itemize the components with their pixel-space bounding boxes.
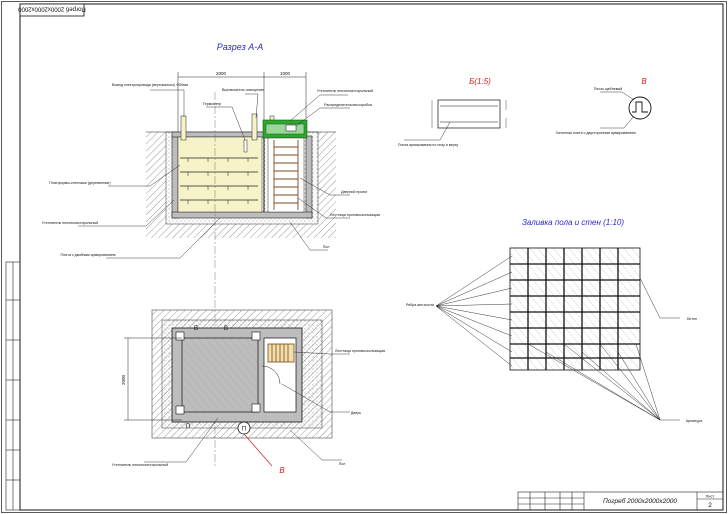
plan-label-ladder: Лестница противоскользящая <box>335 349 385 353</box>
plan-corner-bl <box>175 405 185 415</box>
plan-marker-bottom-left: П <box>186 424 190 430</box>
plan-label-insulation: Утеплитель пенополистирольный <box>112 463 168 467</box>
plan-door-swing <box>261 365 281 385</box>
detail-v-label-top: Песок щебневый <box>594 87 622 91</box>
floor-walls-concrete-leader <box>639 277 680 319</box>
detail-b-label: Плита армирования по низу и верху <box>398 143 459 147</box>
floor-walls-rebar-leaders <box>527 343 680 421</box>
section-aa-dim-right: 1000 <box>280 71 291 76</box>
section-aa-ground <box>146 131 336 238</box>
sheet-inner-frame <box>19 3 724 511</box>
plan-leaders <box>144 351 350 463</box>
label-insulation-top: Утеплитель пенополистирольный <box>317 89 373 93</box>
plan-corner-br <box>251 403 261 413</box>
label-ladder: Лестница противоскользящая <box>330 213 380 217</box>
label-shelves: Платформы-стеллажи (деревянные) <box>49 181 110 185</box>
plan-label-door: Дверь <box>351 411 361 415</box>
label-vent: Вывод электропровода (вертикально) Ф50мм <box>112 83 188 87</box>
plan-dimensions <box>124 337 182 421</box>
detail-v-circle <box>628 96 652 120</box>
section-aa-ladder <box>273 140 299 210</box>
title-block-name: Погреб 2000х2000х2000 <box>603 497 677 505</box>
label-switch: Выключатель освещения <box>222 88 264 92</box>
title-block <box>517 491 724 511</box>
floor-walls-label-concrete: Бетон <box>687 317 697 321</box>
section-aa-floor-slab <box>171 211 313 219</box>
label-door: Дверной проем <box>341 190 367 194</box>
stamp-text: Погреб 2000х2000х2000 <box>18 6 86 12</box>
detail-v-title: В <box>641 77 647 86</box>
detail-v-rebar-icon <box>632 101 648 113</box>
label-insulation-left: Утеплитель пенополистирольный <box>42 221 98 225</box>
floor-walls-slab <box>509 247 641 371</box>
section-aa-dim-left: 2000 <box>216 71 227 76</box>
section-aa-title: Разрез А-А <box>217 42 264 52</box>
detail-v-label-bottom: Бетонная плита с двусторонним армировани… <box>556 131 636 135</box>
plan-ladder <box>267 343 295 363</box>
junction-box-icon <box>285 124 297 132</box>
section-aa-storage <box>177 136 263 213</box>
plan-corner-tl <box>175 331 185 341</box>
section-aa-dimensions <box>177 72 307 136</box>
detail-b-slab <box>437 99 501 129</box>
label-thermometer: Термометр <box>203 102 221 106</box>
section-aa-leaders <box>78 89 350 259</box>
binding-strip <box>5 261 21 511</box>
plan-callout-leader <box>243 433 273 467</box>
section-aa-shelf-brackets <box>187 158 249 204</box>
plan-dim-side: 2000 <box>121 374 126 385</box>
detail-b-leader <box>404 121 451 141</box>
stamp-box <box>19 3 85 17</box>
detail-b-title: Б(1:5) <box>469 77 491 86</box>
label-floor: Пол <box>323 245 330 249</box>
plan-interior <box>181 337 259 413</box>
detail-v-leaders <box>600 91 635 129</box>
label-junction-box: Распределительная коробка <box>324 103 372 107</box>
plan-marker-top-right: В <box>224 326 228 332</box>
plan-callout-letter: П <box>242 427 246 433</box>
label-slab: Плита с двойным армированием <box>61 253 116 257</box>
detail-b-dims <box>431 100 507 128</box>
section-aa-wall-left <box>171 135 179 219</box>
plan-callout-marker: В <box>279 466 285 475</box>
sheet-number: 2 <box>708 502 712 509</box>
section-aa-ladder-shaft <box>267 137 305 213</box>
section-aa-entry-lid <box>265 123 305 135</box>
plan-corner-tr <box>251 331 261 341</box>
section-aa-vent-pipe-left <box>180 115 187 141</box>
section-aa-vent-pipe-right <box>251 113 258 141</box>
plan-marker-top-left: В <box>194 326 198 332</box>
thermometer-icon <box>243 139 248 153</box>
floor-walls-label-ribs: Ребра жесткости <box>406 303 434 307</box>
floor-walls-title: Заливка пола и стен (1:10) <box>522 218 624 227</box>
floor-walls-grid <box>510 248 640 370</box>
sheet-label: Лист <box>706 494 715 499</box>
plan-label-walls: Пол <box>339 462 346 466</box>
floor-walls-rib-leaders <box>435 255 513 367</box>
floor-walls-label-rebar: Арматура <box>686 419 702 423</box>
section-aa-shelves <box>180 157 258 201</box>
